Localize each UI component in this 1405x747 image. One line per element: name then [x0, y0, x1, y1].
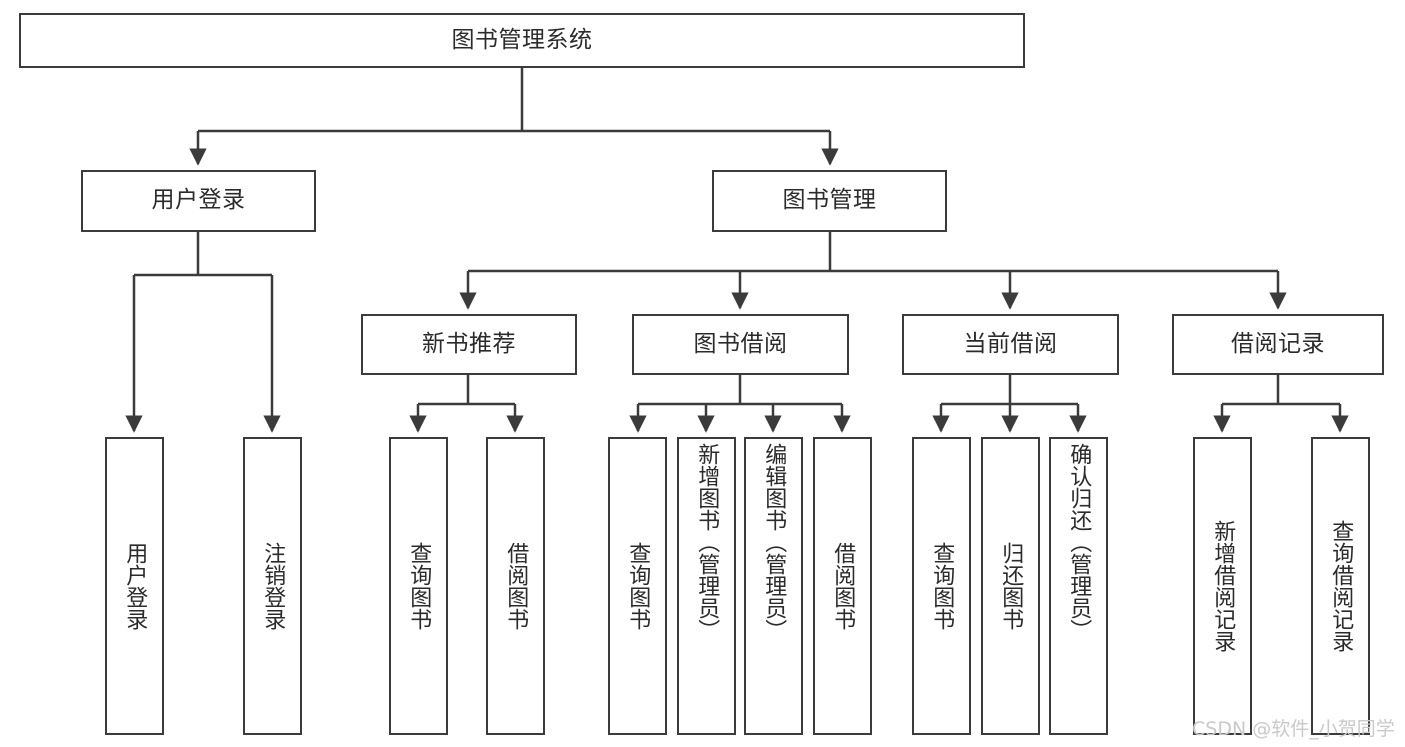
- node-label: 确认归还（管理员）: [1066, 443, 1092, 641]
- node-label: 用户登录: [151, 187, 246, 214]
- node-label: 归还图书: [998, 542, 1024, 630]
- leaf-book-borrow-query[interactable]: 查询图书: [608, 437, 667, 735]
- node-label: 查询借阅记录: [1328, 520, 1354, 652]
- leaf-borrow-record-add[interactable]: 新增借阅记录: [1193, 437, 1252, 735]
- node-label: 注销登录: [260, 542, 286, 630]
- leaf-current-borrow-query[interactable]: 查询图书: [912, 437, 971, 735]
- node-label: 编辑图书（管理员）: [761, 443, 787, 641]
- node-current-borrow[interactable]: 当前借阅: [902, 314, 1119, 375]
- leaf-new-book-query[interactable]: 查询图书: [389, 437, 448, 735]
- node-book-borrow[interactable]: 图书借阅: [632, 314, 849, 375]
- leaf-current-borrow-return[interactable]: 归还图书: [981, 437, 1040, 735]
- leaf-user-login-signin[interactable]: 用户登录: [105, 437, 164, 735]
- node-label: 借阅图书: [503, 542, 529, 630]
- node-label: 借阅图书: [830, 542, 856, 630]
- leaf-borrow-record-query[interactable]: 查询借阅记录: [1311, 437, 1370, 735]
- node-label: 新书推荐: [422, 330, 516, 357]
- leaf-new-book-borrow[interactable]: 借阅图书: [486, 437, 545, 735]
- leaf-user-login-signout[interactable]: 注销登录: [243, 437, 302, 735]
- node-book-management[interactable]: 图书管理: [712, 170, 947, 232]
- node-label: 借阅记录: [1231, 330, 1325, 357]
- leaf-book-borrow-add[interactable]: 新增图书（管理员）: [677, 437, 736, 735]
- watermark-text: CSDN @软件_小贺同学: [1192, 718, 1395, 740]
- node-label: 查询图书: [625, 542, 651, 630]
- node-borrow-record[interactable]: 借阅记录: [1172, 314, 1384, 375]
- node-label: 新增图书（管理员）: [694, 443, 720, 641]
- node-label: 图书管理: [782, 187, 877, 214]
- node-label: 当前借阅: [963, 330, 1058, 357]
- node-label: 查询图书: [406, 542, 432, 630]
- leaf-current-borrow-confirm-return[interactable]: 确认归还（管理员）: [1049, 437, 1108, 735]
- node-label: 图书借阅: [693, 330, 788, 357]
- node-label: 图书管理系统: [451, 26, 593, 53]
- leaf-book-borrow-borrow[interactable]: 借阅图书: [813, 437, 872, 735]
- leaf-book-borrow-edit[interactable]: 编辑图书（管理员）: [744, 437, 803, 735]
- node-label: 查询图书: [929, 542, 955, 630]
- node-root-system[interactable]: 图书管理系统: [19, 13, 1025, 68]
- node-new-book-recommend[interactable]: 新书推荐: [361, 314, 577, 375]
- node-label: 用户登录: [122, 542, 148, 630]
- node-user-login[interactable]: 用户登录: [81, 170, 316, 232]
- node-label: 新增借阅记录: [1210, 520, 1236, 652]
